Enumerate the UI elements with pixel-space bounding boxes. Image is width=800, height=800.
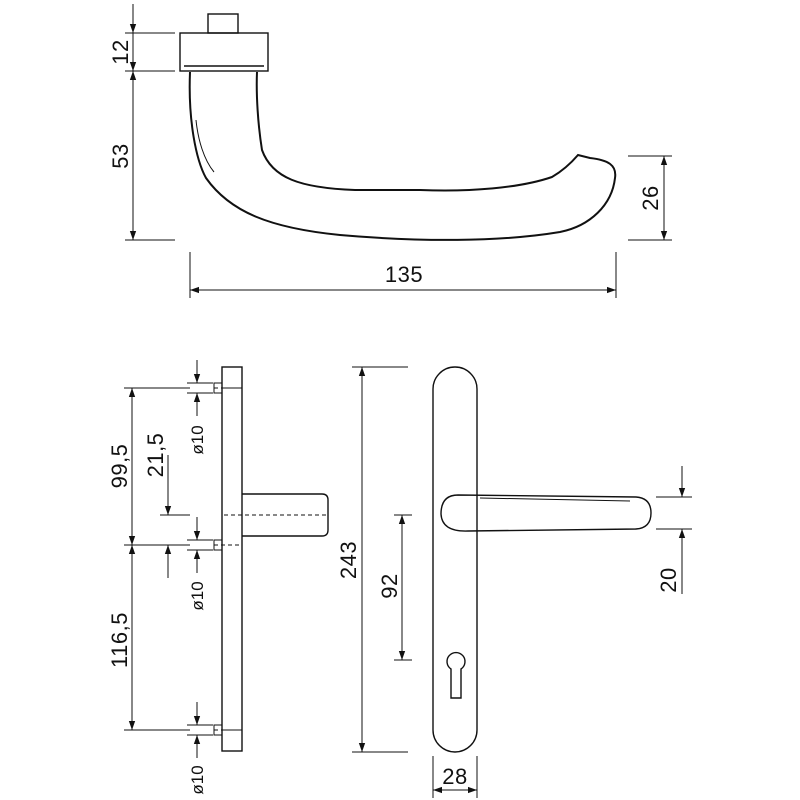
dim-label-53: 53 xyxy=(108,143,133,168)
dim-label-135: 135 xyxy=(385,262,423,287)
lever-front xyxy=(440,494,652,532)
dim-cylinder-distance: 92 xyxy=(377,514,412,661)
plate-front-view xyxy=(432,366,652,753)
dim-label-20: 20 xyxy=(656,567,681,592)
plate-side-view xyxy=(213,366,329,752)
cylinder-cutout xyxy=(446,651,466,699)
dim-label-92: 92 xyxy=(377,573,402,598)
dim-label-243: 243 xyxy=(336,541,361,579)
dim-label-hole-bottom: ø10 xyxy=(188,765,207,794)
dim-lever-height: 53 xyxy=(108,71,175,241)
lever-body xyxy=(188,71,617,241)
dim-plate-width: 28 xyxy=(432,756,478,798)
dim-label-26: 26 xyxy=(638,185,663,210)
dim-lever-width: 20 xyxy=(656,466,692,594)
dim-rose-height: 12 xyxy=(108,4,175,72)
hole-diameter-markers: ø10 ø10 ø10 xyxy=(187,360,213,795)
dim-lever-length: 135 xyxy=(189,252,617,298)
spindle-boss xyxy=(242,493,329,537)
dim-lower-spacing: 116,5 xyxy=(107,545,190,731)
rose xyxy=(179,32,269,72)
dim-label-21-5: 21,5 xyxy=(143,433,168,478)
dim-plate-length: 243 xyxy=(336,366,408,753)
backplate-front xyxy=(432,366,478,753)
dim-grip-height: 26 xyxy=(628,155,672,241)
dim-label-hole-top: ø10 xyxy=(188,425,207,454)
dim-upper-offset: 21,5 xyxy=(143,433,190,578)
dim-upper-spacing: 99,5 xyxy=(107,387,190,546)
dim-label-99-5: 99,5 xyxy=(107,444,132,489)
dim-label-hole-middle: ø10 xyxy=(188,581,207,610)
spindle-stub xyxy=(207,13,239,34)
dim-label-12: 12 xyxy=(108,39,133,64)
dim-label-28: 28 xyxy=(442,764,467,789)
dim-label-116-5: 116,5 xyxy=(107,612,132,668)
backplate-side xyxy=(221,366,243,752)
handle-side-view xyxy=(179,13,617,241)
